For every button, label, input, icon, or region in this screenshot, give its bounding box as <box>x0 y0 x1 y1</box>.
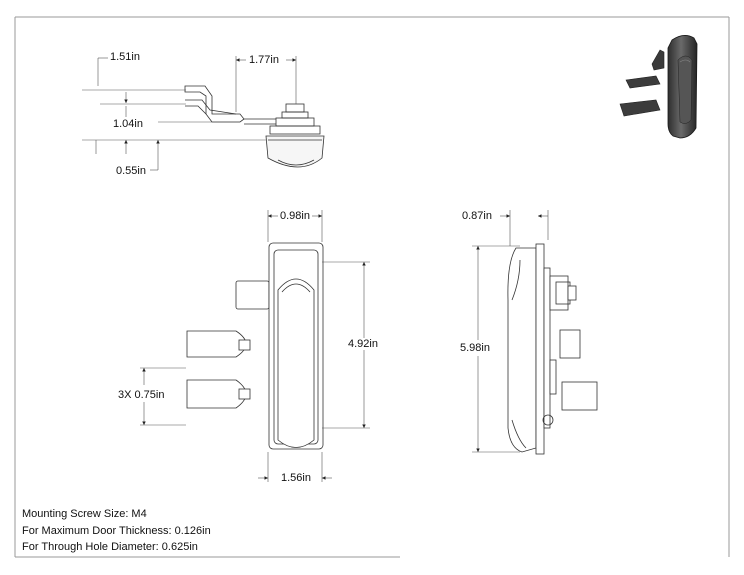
top-view-dims <box>82 56 297 171</box>
spec-notes: Mounting Screw Size: M4 For Maximum Door… <box>22 506 211 556</box>
side-view <box>507 243 598 455</box>
dim-front-width-bottom: 1.56in <box>281 472 311 484</box>
dim-top-depth: 1.77in <box>249 54 279 66</box>
isometric-view <box>619 35 698 139</box>
dim-front-tab-spacing: 3X 0.75in <box>118 389 165 401</box>
dim-top-arm-offset: 1.04in <box>113 118 143 130</box>
note-hole-diameter: For Through Hole Diameter: 0.625in <box>22 541 198 553</box>
dim-front-height: 4.92in <box>348 338 378 350</box>
side-view-dims <box>472 210 549 453</box>
note-screw-size: Mounting Screw Size: M4 <box>22 508 147 520</box>
sheet-border <box>14 16 730 558</box>
front-view-dims <box>140 210 370 482</box>
note-door-thickness: For Maximum Door Thickness: 0.126in <box>22 524 211 537</box>
dim-side-depth: 0.87in <box>462 210 492 222</box>
dim-top-base-height: 0.55in <box>116 165 146 177</box>
dim-top-width: 1.51in <box>110 51 140 63</box>
dim-front-width-top: 0.98in <box>280 210 310 222</box>
top-view <box>184 85 325 168</box>
dim-side-height: 5.98in <box>460 342 490 354</box>
front-view <box>186 242 324 450</box>
